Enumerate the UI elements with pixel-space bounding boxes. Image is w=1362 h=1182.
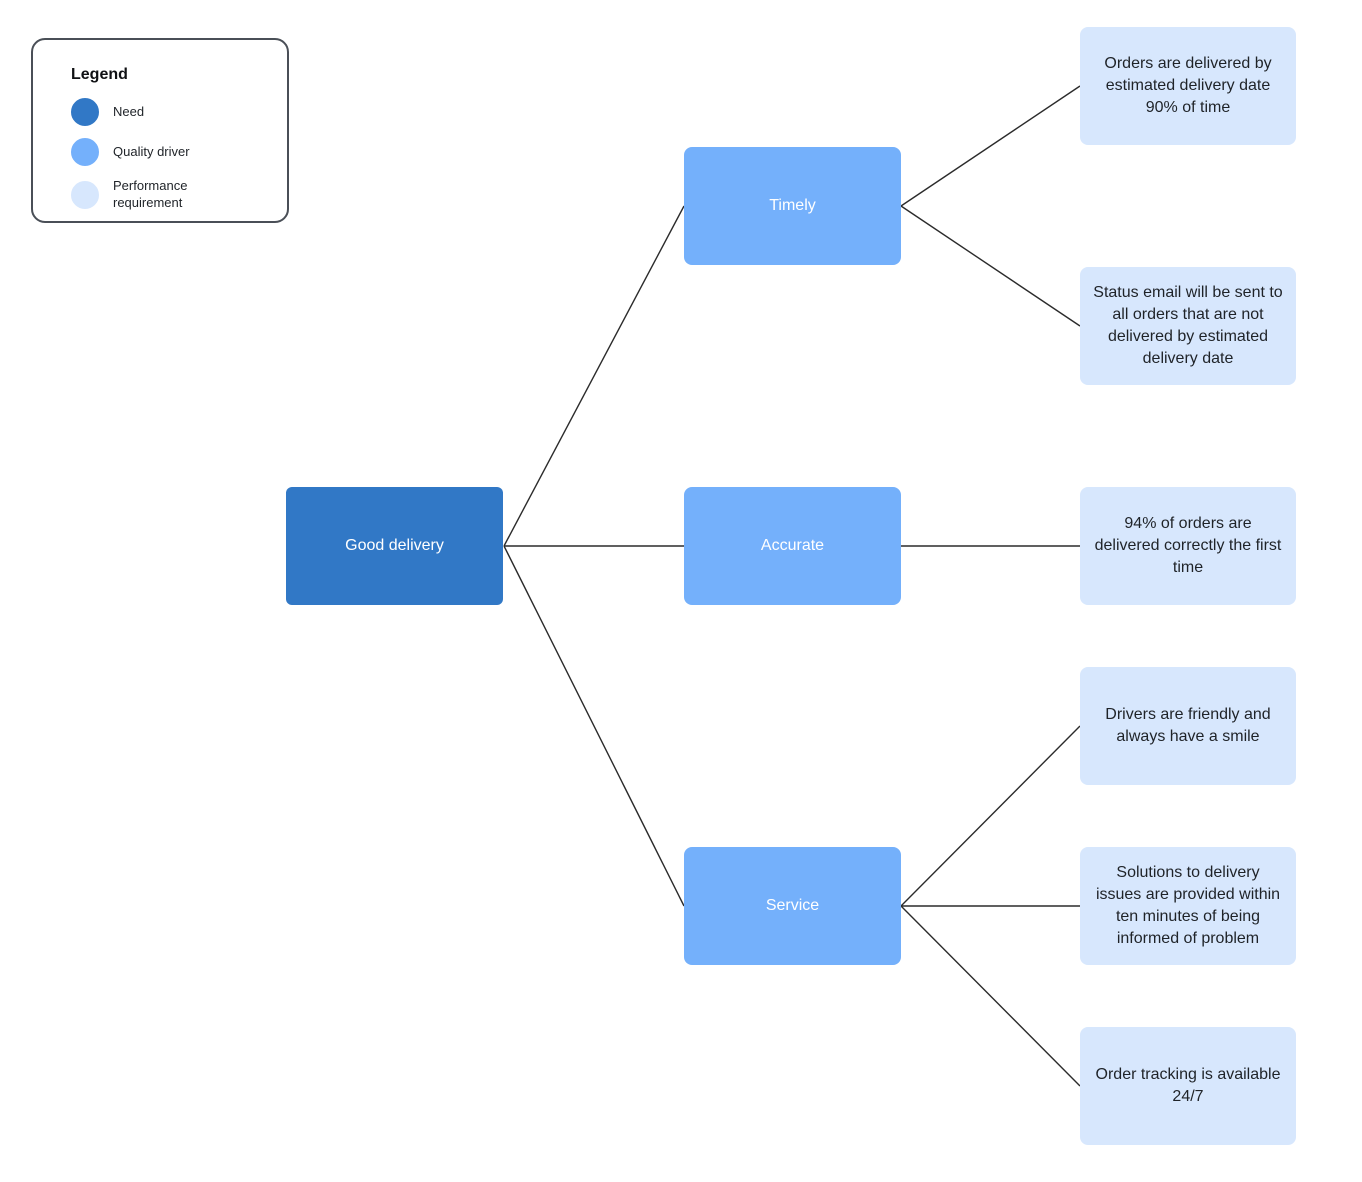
node-driver-service[interactable]: Service [684, 847, 901, 965]
edge-timely-to-req-timely-1 [900, 85, 1081, 207]
node-requirement-label: Solutions to delivery issues are provide… [1095, 863, 1281, 948]
legend-title: Legend [71, 66, 128, 83]
node-driver-accurate[interactable]: Accurate [684, 487, 901, 605]
edge-service-to-req-service-1 [900, 725, 1081, 907]
node-requirement-timely-2[interactable]: Status email will be sent to all orders … [1080, 267, 1296, 385]
legend-item-label: Performance requirement [113, 178, 188, 210]
node-requirement-label: Status email will be sent to all orders … [1093, 283, 1283, 368]
edge-need-to-timely [503, 205, 685, 547]
node-need-label: Good delivery [345, 536, 444, 554]
node-driver-label: Service [765, 896, 820, 914]
node-requirement-service-1[interactable]: Drivers are friendly and always have a s… [1080, 667, 1296, 785]
node-driver-label: Timely [769, 196, 816, 214]
edge-service-to-req-service-3 [900, 905, 1081, 1087]
legend-swatch-quality-driver-icon [71, 138, 99, 166]
node-requirement-label: Drivers are friendly and always have a s… [1105, 705, 1271, 745]
legend-item-label: Quality driver [113, 143, 190, 159]
legend-item-label: Need [113, 103, 145, 119]
node-requirement-accurate-1[interactable]: 94% of orders are delivered correctly th… [1080, 487, 1296, 605]
node-requirement-service-3[interactable]: Order tracking is available 24/7 [1080, 1027, 1296, 1145]
node-requirement-service-2[interactable]: Solutions to delivery issues are provide… [1080, 847, 1296, 965]
node-requirement-label: Order tracking is available 24/7 [1095, 1065, 1281, 1105]
legend-item-need: Need [71, 98, 287, 126]
legend-panel: Legend Need Quality driver Performance r… [31, 38, 289, 223]
edge-timely-to-req-timely-2 [900, 205, 1081, 327]
node-requirement-label: Orders are delivered by estimated delive… [1104, 54, 1272, 117]
legend-item-performance-requirement: Performance requirement [71, 178, 287, 211]
node-need-good-delivery[interactable]: Good delivery [286, 487, 503, 605]
node-requirement-timely-1[interactable]: Orders are delivered by estimated delive… [1080, 27, 1296, 145]
edge-need-to-service [503, 545, 685, 907]
legend-swatch-need-icon [71, 98, 99, 126]
node-driver-timely[interactable]: Timely [684, 147, 901, 265]
legend-swatch-performance-requirement-icon [71, 180, 99, 209]
node-requirement-label: 94% of orders are delivered correctly th… [1094, 514, 1282, 577]
legend-item-quality-driver: Quality driver [71, 138, 287, 166]
node-driver-label: Accurate [760, 536, 825, 554]
